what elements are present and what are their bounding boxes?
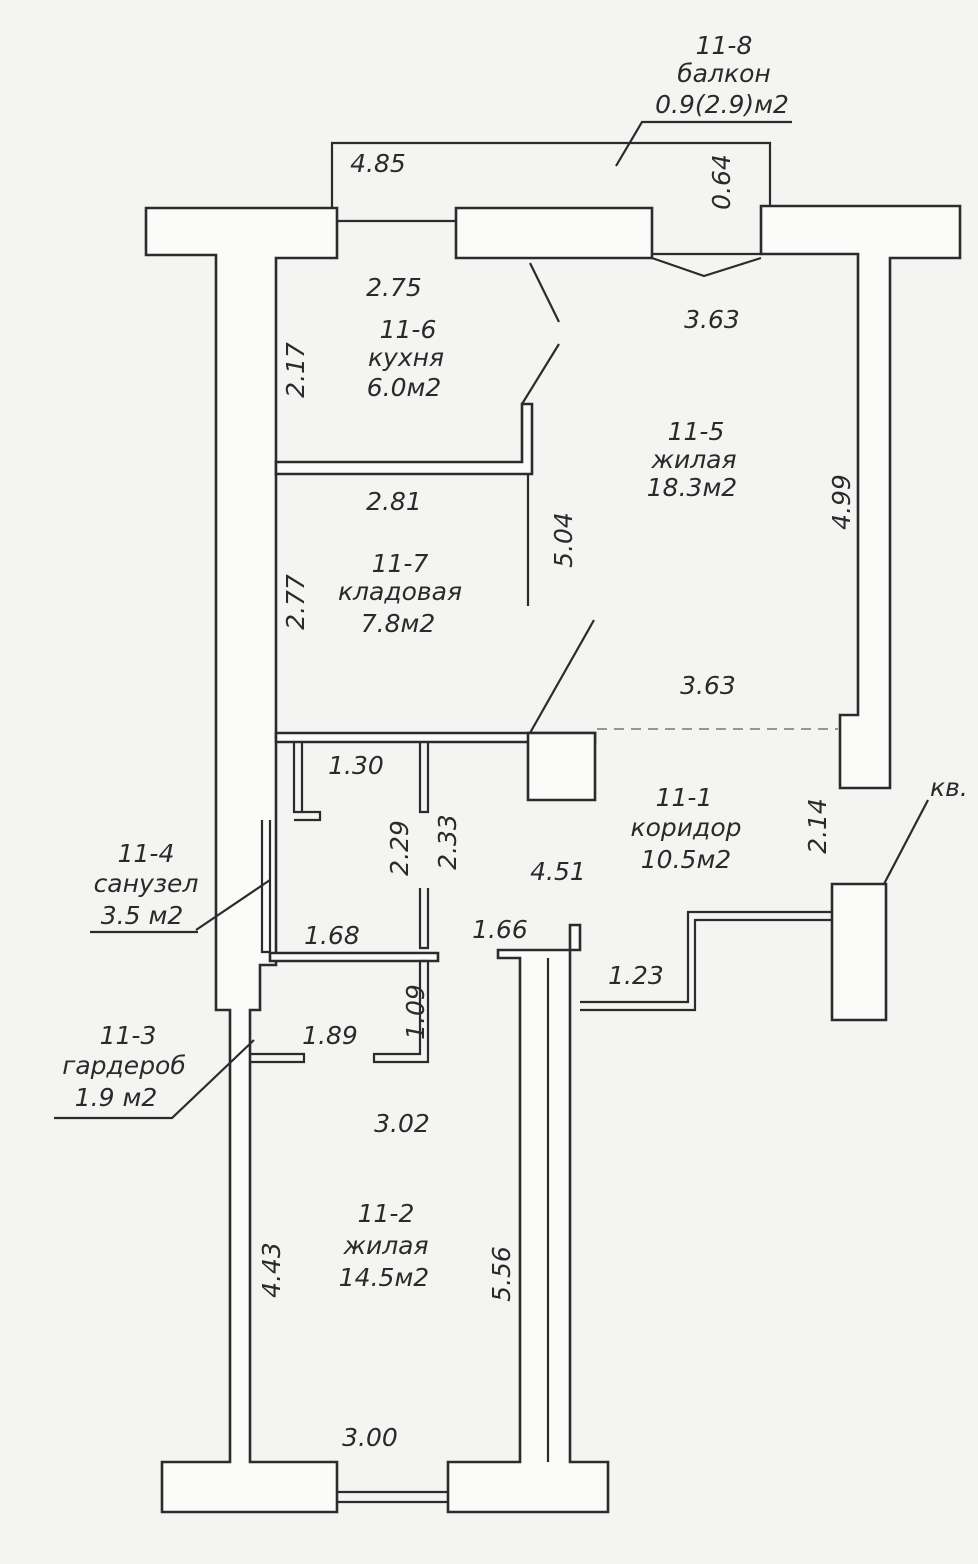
room-11-1-area: 10.5м2	[641, 845, 731, 874]
room-11-6-area: 6.0м2	[367, 373, 442, 402]
room-11-2-area: 14.5м2	[339, 1263, 429, 1292]
bath-wall-inner	[418, 742, 430, 814]
kv-leader	[883, 799, 929, 885]
balcony-door-swing	[651, 256, 762, 278]
room-11-5-area: 18.3м2	[647, 473, 737, 502]
dim-bath-bottom: 1.68	[304, 921, 360, 950]
room-11-4-name: санузел	[94, 869, 199, 898]
dim-living2-bottom: 3.00	[342, 1423, 398, 1452]
dim-wardrobe-h: 1.09	[401, 984, 430, 1040]
dim-living2-right: 5.56	[487, 1246, 516, 1302]
room-11-7-name: кладовая	[338, 577, 462, 606]
room-11-8-name: балкон	[677, 59, 770, 88]
room-11-8-id: 11-8	[696, 31, 753, 60]
dim-pantry-w: 2.81	[366, 487, 422, 516]
corridor-exit-wall	[580, 910, 835, 1012]
dim-living1-bottom: 3.63	[680, 671, 736, 700]
room-11-4-id: 11-4	[118, 839, 175, 868]
kitchen-door-swing	[521, 262, 560, 405]
balcony-outline	[330, 141, 772, 207]
room-11-8-area: 0.9(2.9)м2	[655, 90, 789, 119]
dim-living2-top: 3.02	[374, 1109, 430, 1138]
dim-living1-h: 4.99	[827, 474, 856, 530]
dim-bath-top: 1.30	[328, 751, 384, 780]
dim-partition: 5.04	[549, 512, 578, 568]
room-11-7-id: 11-7	[372, 549, 429, 578]
room-11-1-id: 11-1	[656, 783, 713, 812]
room-11-1-name: коридор	[631, 813, 742, 842]
dim-bath-h: 2.29	[385, 820, 414, 876]
bath-bottom-wall	[268, 951, 440, 963]
wardrobe-wall-right	[372, 959, 430, 1064]
apartment-label: кв.	[930, 773, 968, 802]
room-11-2-name: жилая	[342, 1231, 428, 1260]
dim-kitchen-h: 2.17	[281, 342, 310, 398]
bath-wall-left	[292, 742, 304, 814]
dim-balcony-len: 4.85	[350, 149, 406, 178]
entrance-column	[830, 882, 888, 1022]
dim-living1-top: 3.63	[684, 305, 740, 334]
room-11-7-area: 7.8м2	[361, 609, 436, 638]
kitchen-wall	[274, 402, 534, 476]
room-11-3-id: 11-3	[100, 1021, 157, 1050]
dim-pantry-h: 2.77	[281, 574, 310, 630]
balcony-leader	[615, 120, 792, 167]
room-11-4-area: 3.5 м2	[101, 901, 183, 930]
top-wall-left	[144, 206, 339, 1514]
dim-corridor-exit: 1.23	[608, 961, 664, 990]
corridor-column	[526, 731, 597, 802]
dim-kitchen-w: 2.75	[366, 273, 422, 302]
room-11-5-id: 11-5	[668, 417, 725, 446]
bottom-window	[337, 1490, 448, 1504]
living2-right-wall	[446, 923, 610, 1514]
wardrobe-leader	[54, 1039, 255, 1120]
bath-shelf	[294, 810, 322, 822]
dim-living2-left: 4.43	[257, 1242, 286, 1298]
room-11-6-name: кухня	[368, 343, 444, 372]
top-wall-middle	[454, 206, 654, 260]
room-11-2-id: 11-2	[358, 1199, 415, 1228]
room-11-5-name: жилая	[650, 445, 736, 474]
wardrobe-door-left	[250, 1052, 306, 1064]
pantry-door-swing	[529, 619, 595, 734]
dim-wardrobe-w: 1.89	[302, 1021, 358, 1050]
bath-door-jamb	[418, 888, 430, 950]
dim-balcony-depth: 0.64	[707, 154, 736, 210]
room-11-6-id: 11-6	[380, 315, 437, 344]
bath-door-swing	[195, 879, 271, 931]
dim-corridor-step: 1.66	[472, 915, 528, 944]
room-11-3-name: гардероб	[62, 1051, 186, 1080]
dim-corridor-h: 2.14	[803, 798, 832, 854]
top-wall-right	[759, 204, 962, 790]
dim-bath-h2: 2.33	[433, 814, 462, 870]
room-11-3-area: 1.9 м2	[75, 1083, 157, 1112]
dim-corridor-len: 4.51	[530, 857, 586, 886]
